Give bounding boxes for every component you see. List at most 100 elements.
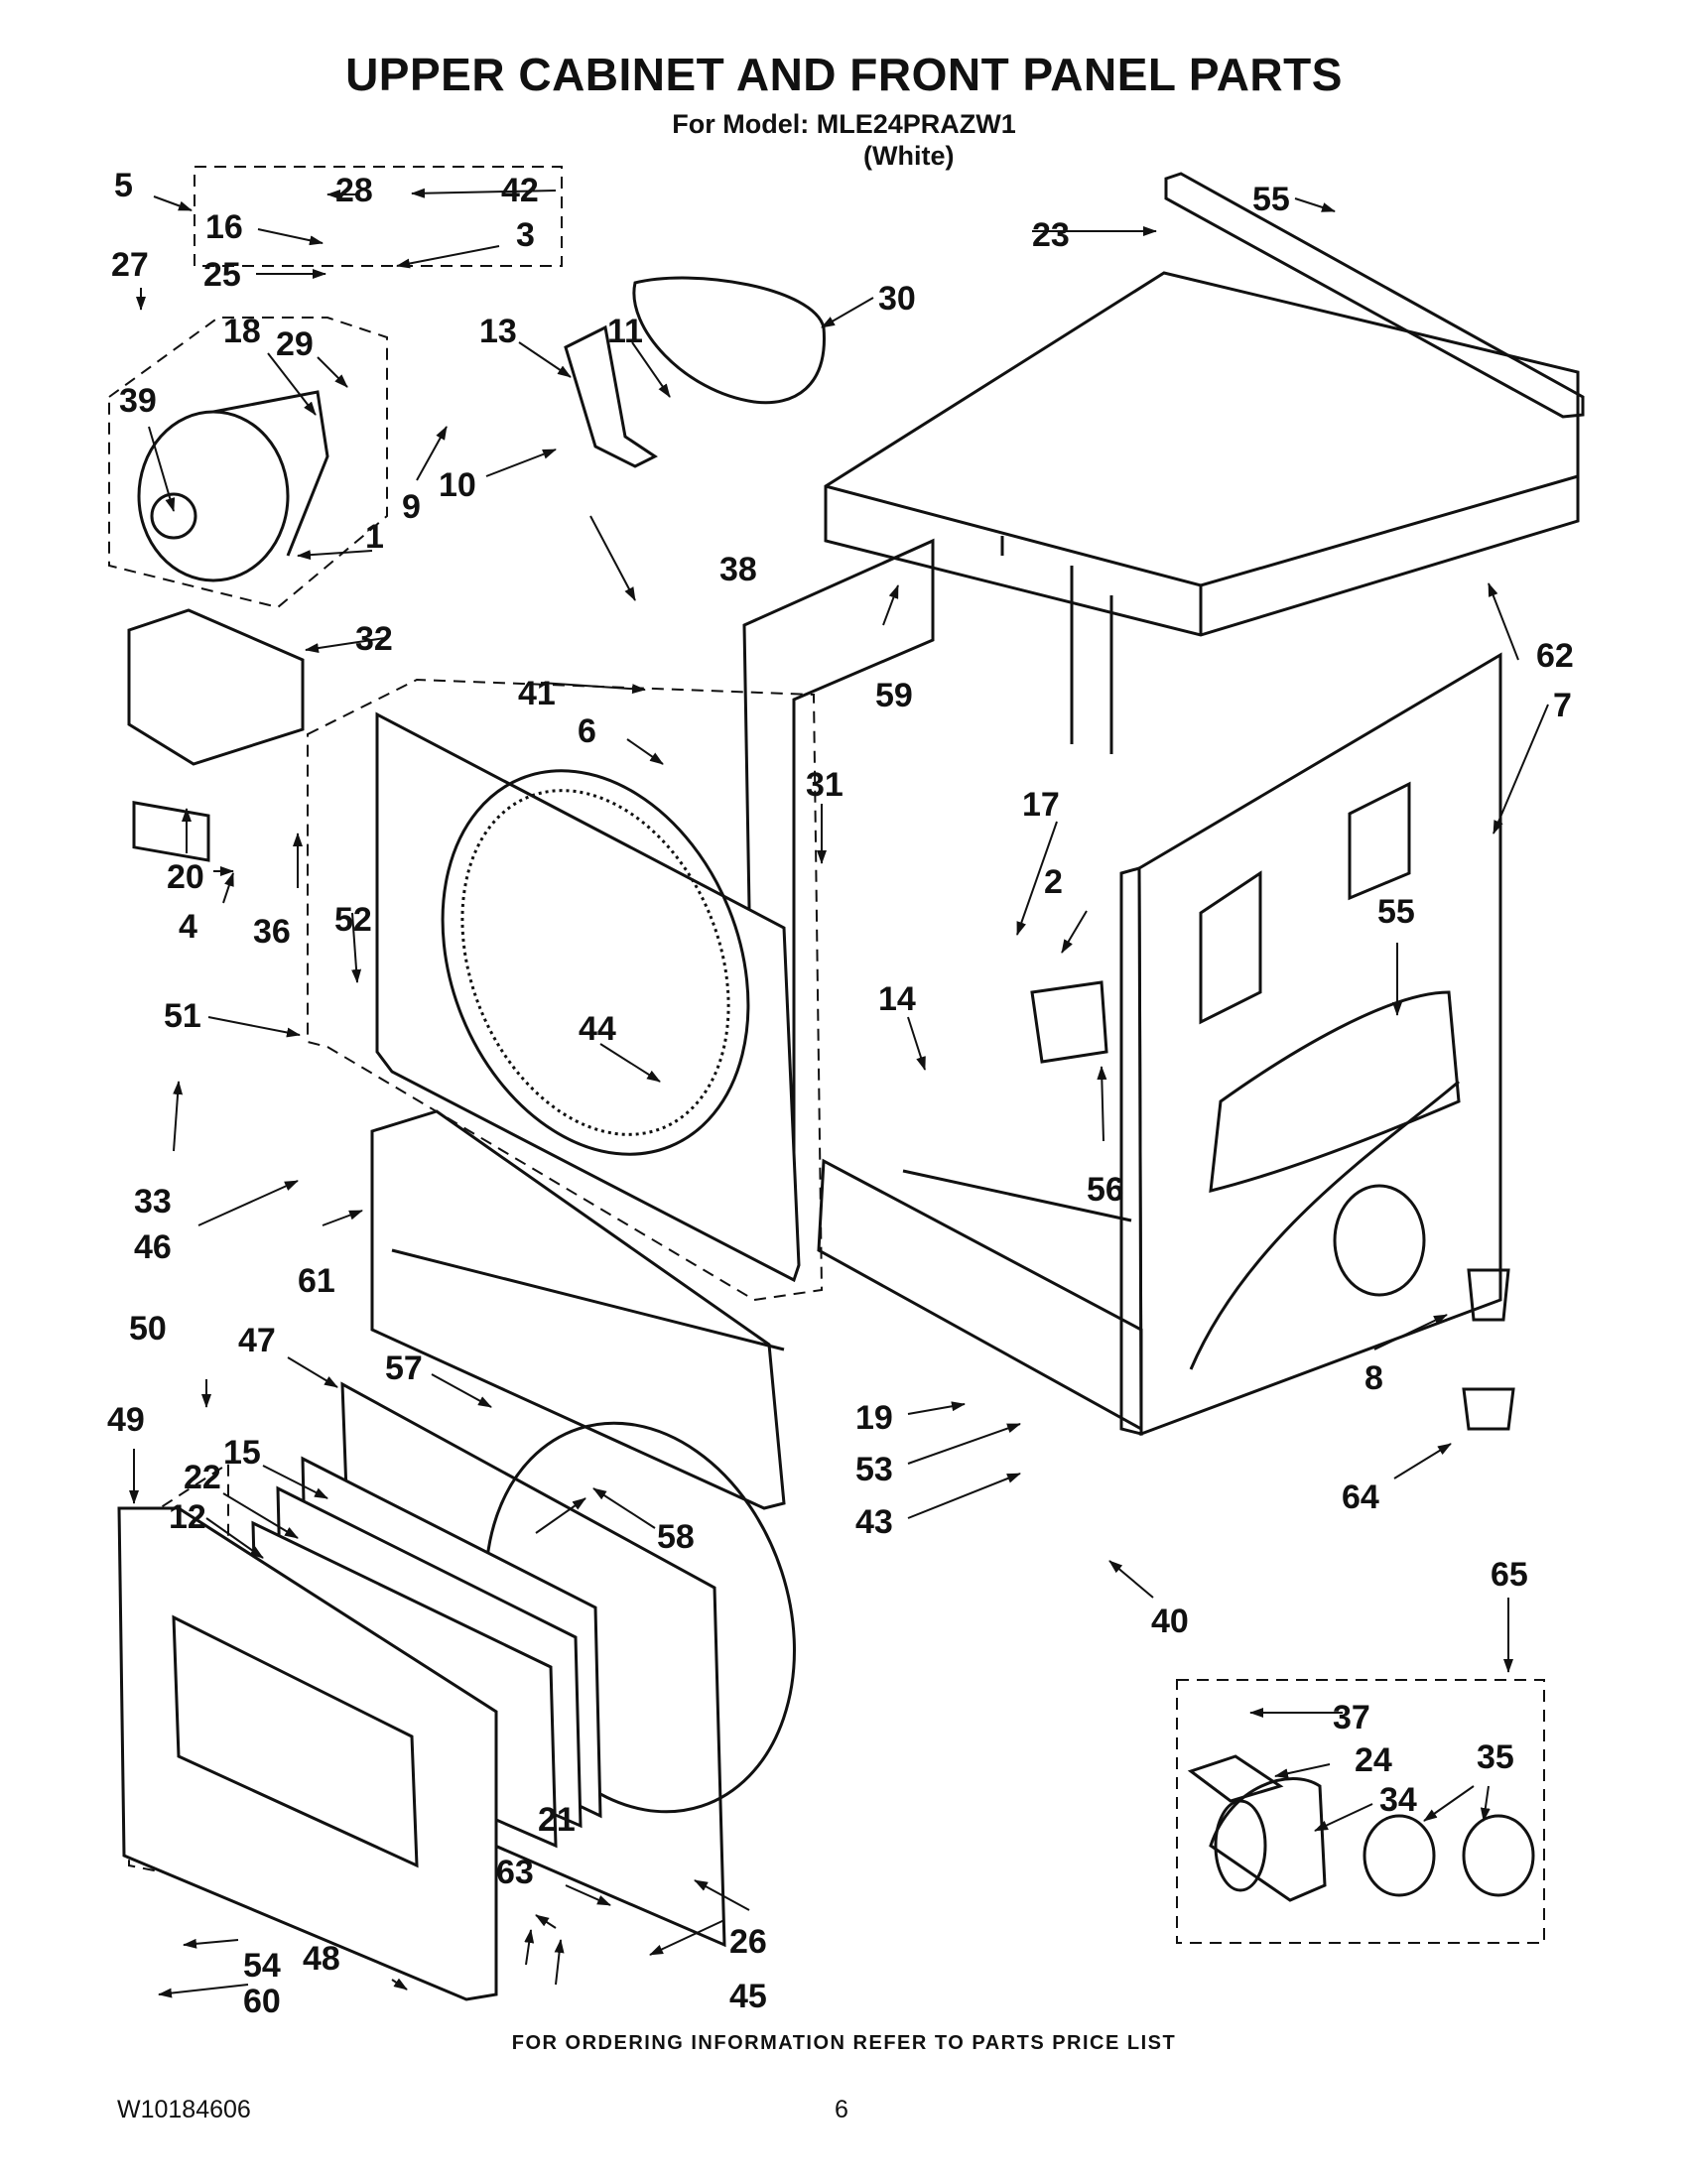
callout-56: 56 [1087,1171,1124,1209]
callout-52: 52 [334,901,372,939]
callout-9: 9 [402,488,421,526]
callout-30: 30 [878,280,916,318]
callout-55-top: 55 [1252,181,1290,218]
callout-2: 2 [1044,863,1063,901]
callout-18: 18 [223,313,261,350]
motor-group-box [108,317,388,609]
callout-47: 47 [238,1322,276,1359]
callout-40: 40 [1151,1603,1189,1640]
color-line: (White) [863,141,955,171]
door-assembly [117,1381,796,2001]
callout-23: 23 [1032,216,1070,254]
callout-55-side: 55 [1377,893,1415,931]
callout-13: 13 [479,313,517,350]
callout-45: 45 [729,1978,767,2015]
callout-42: 42 [501,172,539,209]
callout-53: 53 [855,1451,893,1488]
exhaust-clamp-plate [1187,1754,1284,1803]
door-opening [441,769,750,1156]
callout-35: 35 [1477,1738,1514,1776]
front-frame [370,711,801,1510]
callout-41: 41 [518,675,556,712]
callout-51: 51 [164,997,201,1035]
page-title: UPPER CABINET AND FRONT PANEL PARTS [345,49,1343,100]
drive-motor [137,410,290,582]
exhaust-elbow [1209,1777,1327,1902]
switch-group-box [194,166,563,267]
callout-43: 43 [855,1503,893,1541]
exhaust-kit-parts [1187,1268,1535,1902]
callout-38: 38 [719,551,757,588]
callout-29: 29 [276,325,314,363]
callout-44: 44 [579,1010,616,1048]
callout-labels: 1 2 3 4 5 6 7 8 9 10 11 12 13 14 15 16 1… [107,167,1574,2020]
callout-31: 31 [806,766,844,804]
leader-arrows [129,188,1549,1998]
lower-toe-panel [370,1109,786,1510]
page-number: 6 [835,2096,848,2123]
callout-17: 17 [1022,786,1060,824]
door-window [172,1614,419,1868]
callout-34: 34 [1379,1781,1417,1819]
cabinet-body [742,172,1585,1437]
callout-1: 1 [365,518,384,556]
callout-6: 6 [578,712,596,750]
callout-49: 49 [107,1401,145,1439]
callout-63: 63 [496,1854,534,1891]
callout-28: 28 [335,172,373,209]
callout-27: 27 [111,246,149,284]
door-outer-panel [117,1506,498,2001]
top-brace [1164,172,1585,419]
callout-62: 62 [1536,637,1574,675]
foot-pad [1462,1387,1515,1431]
callout-24: 24 [1355,1741,1392,1779]
exhaust-kit-group-box [1176,1679,1545,1944]
callout-19: 19 [855,1399,893,1437]
callout-50: 50 [129,1310,167,1348]
callout-14: 14 [878,980,916,1018]
door-frame-group-box [307,678,824,1302]
callout-65: 65 [1491,1556,1528,1594]
callout-60: 60 [243,1983,281,2020]
callout-16: 16 [205,208,243,246]
model-line: For Model: MLE24PRAZW1 [672,109,1016,139]
callout-3: 3 [516,216,535,254]
callout-59: 59 [875,677,913,714]
exhaust-hood-2 [1462,1814,1535,1897]
callout-64: 64 [1342,1478,1379,1516]
callout-57: 57 [385,1349,423,1387]
ordering-note: FOR ORDERING INFORMATION REFER TO PARTS … [511,2032,1177,2054]
callout-37: 37 [1333,1699,1370,1736]
cabinet-side-panel [1137,652,1502,1437]
leveling-leg [1467,1268,1510,1322]
callout-36: 36 [253,913,291,951]
callout-21: 21 [538,1801,576,1839]
motor-mount [127,608,305,766]
callout-39: 39 [119,382,157,420]
callout-25: 25 [203,256,241,294]
exhaust-hood-1 [1363,1814,1436,1897]
callout-61: 61 [298,1262,335,1300]
callout-15: 15 [223,1434,261,1472]
callout-5: 5 [114,167,133,204]
cabinet-top-panel [824,271,1580,637]
callout-22: 22 [184,1459,221,1496]
drive-belt [632,276,826,405]
document-id: W10184606 [117,2096,251,2123]
callout-11: 11 [607,313,643,350]
callout-20: 20 [167,858,204,896]
callout-10: 10 [439,466,476,504]
front-panel-frame [375,711,801,1283]
callout-58: 58 [657,1518,695,1556]
callout-26: 26 [729,1923,767,1961]
callout-48: 48 [303,1940,340,1978]
callout-8: 8 [1364,1359,1383,1397]
motor-pad [132,801,210,862]
callout-46: 46 [134,1228,172,1266]
callout-12: 12 [169,1498,206,1536]
callout-33: 33 [134,1183,172,1220]
callout-7: 7 [1553,687,1572,724]
callout-32: 32 [355,620,393,658]
callout-54: 54 [243,1947,281,1985]
